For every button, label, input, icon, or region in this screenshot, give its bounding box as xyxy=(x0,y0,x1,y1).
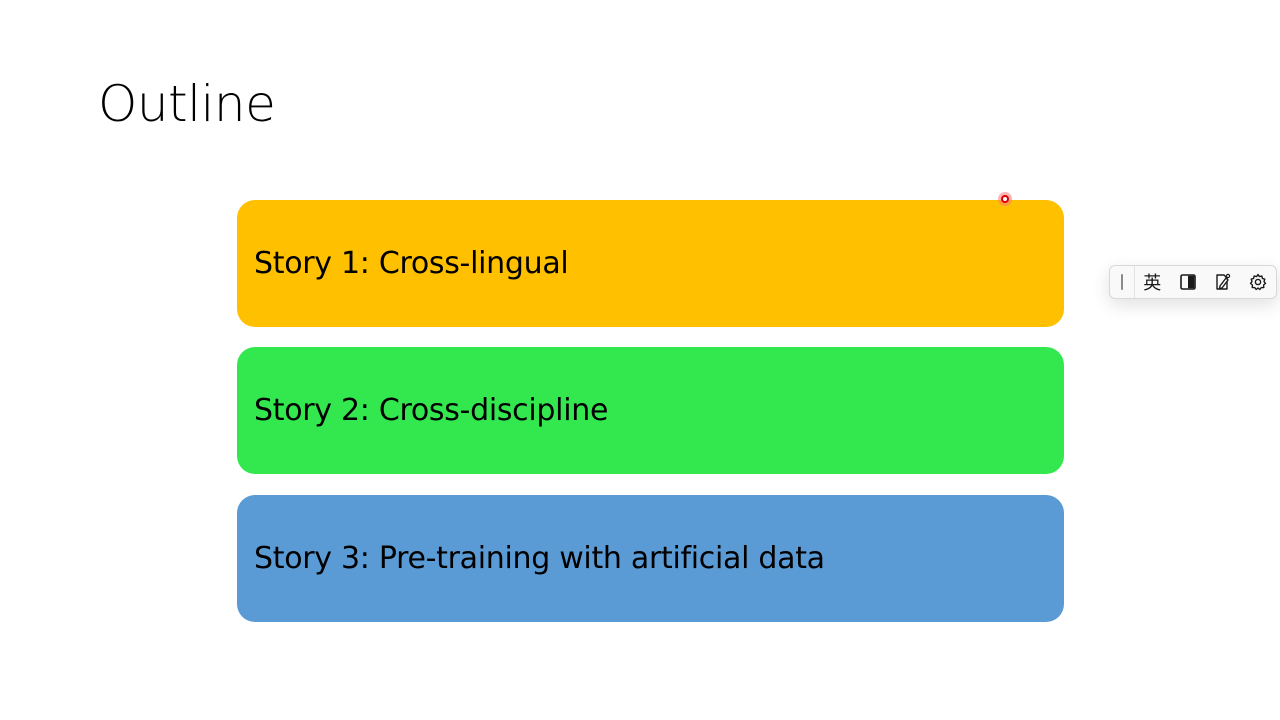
toolbar-grip-bar xyxy=(1120,274,1123,290)
half-width-icon[interactable] xyxy=(1170,266,1205,298)
gear-icon[interactable] xyxy=(1241,266,1276,298)
toolbar-grip-icon[interactable] xyxy=(1110,266,1135,298)
language-mode-button[interactable]: 英 xyxy=(1143,273,1162,294)
story-box-2: Story 2: Cross-discipline xyxy=(237,347,1064,474)
slide-title: Outline xyxy=(98,75,276,133)
laser-pointer xyxy=(998,192,1012,206)
story-box-1: Story 1: Cross-lingual xyxy=(237,200,1064,327)
story-label-1: Story 1: Cross-lingual xyxy=(254,246,569,281)
story-label-3: Story 3: Pre-training with artificial da… xyxy=(254,541,825,576)
handwriting-pen-icon[interactable] xyxy=(1205,266,1240,298)
laser-pointer-dot xyxy=(1001,195,1009,203)
story-box-3: Story 3: Pre-training with artificial da… xyxy=(237,495,1064,622)
ime-toolbar[interactable]: 英 xyxy=(1109,265,1277,299)
story-label-2: Story 2: Cross-discipline xyxy=(254,393,609,428)
